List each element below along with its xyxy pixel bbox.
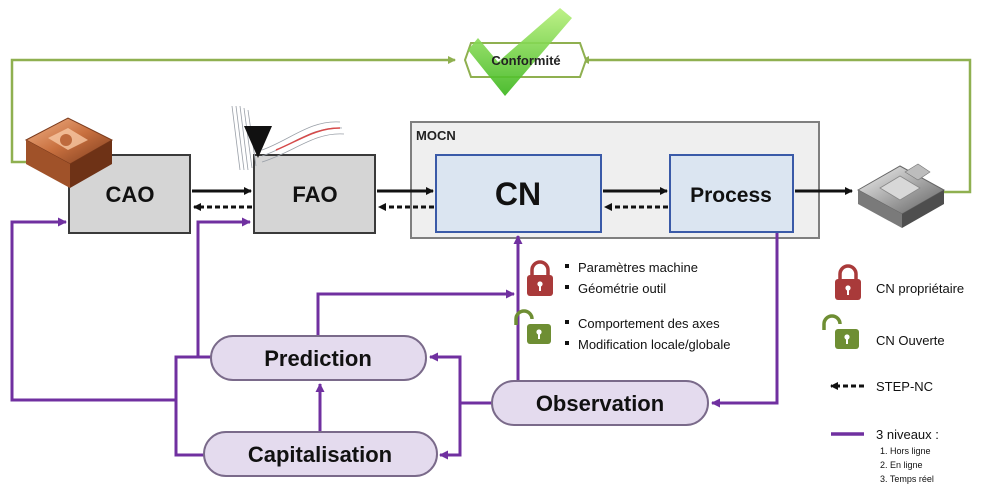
- open-lock-icon: [514, 309, 551, 344]
- prediction-label: Prediction: [264, 346, 372, 371]
- copper-part-image: [24, 117, 114, 188]
- machined-part-image: [856, 163, 946, 228]
- cutter-tool-icon: [244, 126, 272, 158]
- prediction-to-cn: [316, 289, 515, 337]
- outer-to-cao: [10, 217, 176, 402]
- conformity-label: Conformité: [491, 53, 560, 68]
- conformity-right-line: [581, 56, 972, 194]
- mocn-label: MOCN: [416, 128, 456, 143]
- legend-level-2: 2. En ligne: [880, 460, 923, 470]
- legend: CN propriétaire CN Ouverte STEP-NC 3 niv…: [822, 264, 964, 484]
- legend-level-3: 3. Temps réel: [880, 474, 934, 484]
- observation-to-capitalisation: [439, 403, 462, 460]
- locked-lock-icon: [527, 260, 553, 296]
- prediction-to-fao: [196, 217, 251, 359]
- observation-label: Observation: [536, 391, 664, 416]
- cn-block: [435, 154, 602, 233]
- legend-proprietary: CN propriétaire: [876, 281, 964, 296]
- process-to-observation: [711, 233, 779, 408]
- open-bullets: Comportement des axes Modification local…: [565, 316, 730, 352]
- bullet-comportement: Comportement des axes: [578, 316, 720, 331]
- loops-to-cao: [174, 355, 207, 457]
- bullet-parametres: Paramètres machine: [578, 260, 698, 275]
- locked-bullets: Paramètres machine Géométrie outil: [565, 260, 698, 296]
- toolpath-image: [231, 105, 345, 171]
- capitalisation-pill: [203, 431, 438, 477]
- legend-stepnc: STEP-NC: [876, 379, 933, 394]
- bullet-modification: Modification locale/globale: [578, 337, 730, 352]
- observation-to-prediction: [429, 352, 492, 405]
- fao-label: FAO: [292, 182, 337, 207]
- legend-levels-title: 3 niveaux :: [876, 427, 939, 442]
- process-label: Process: [690, 184, 772, 207]
- legend-open-lock-icon: [822, 314, 859, 349]
- conformity-badge: Conformité: [463, 8, 588, 96]
- legend-level-1: 1. Hors ligne: [880, 446, 931, 456]
- legend-locked-lock-icon: [835, 264, 861, 300]
- purple-loops: [10, 217, 779, 460]
- cn-label: CN: [495, 176, 541, 212]
- prediction-pill: [210, 335, 427, 381]
- bullet-geometrie: Géométrie outil: [578, 281, 666, 296]
- capitalisation-label: Capitalisation: [248, 442, 392, 467]
- observation-pill: [491, 380, 709, 426]
- fao-block: [253, 154, 376, 234]
- legend-open: CN Ouverte: [876, 333, 945, 348]
- process-block: [669, 154, 794, 233]
- cao-label: CAO: [106, 182, 155, 207]
- check-icon: [468, 8, 572, 96]
